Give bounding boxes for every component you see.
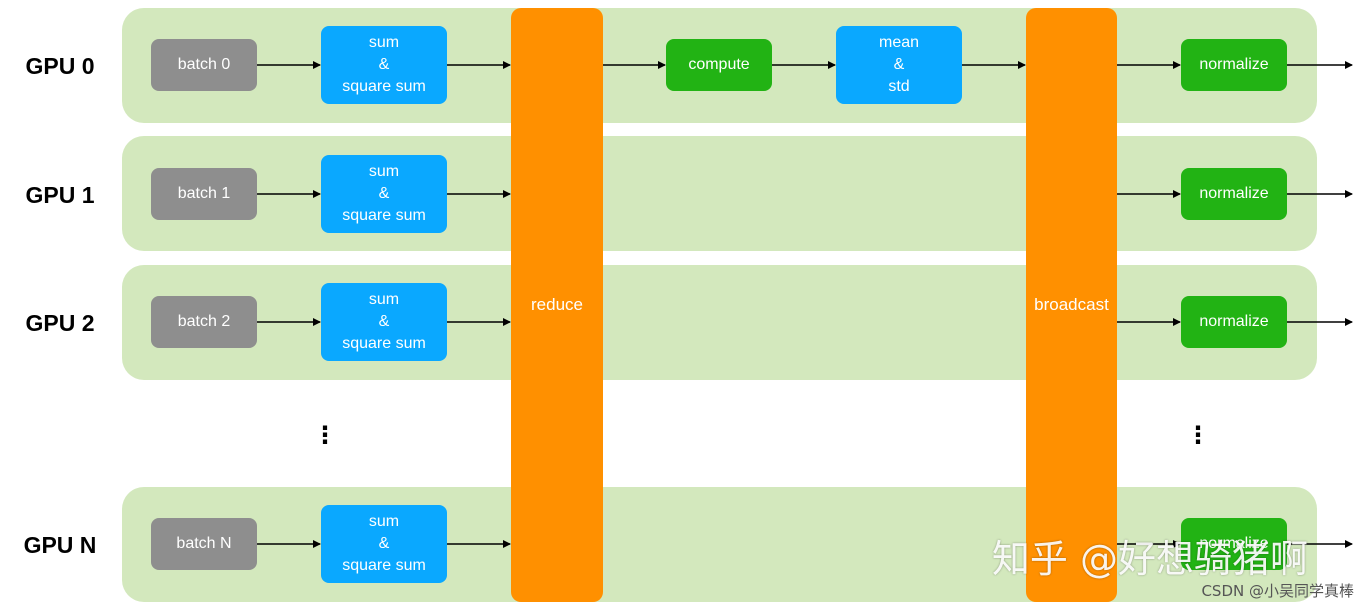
watermark-csdn: CSDN @小吴同学真棒 (1201, 582, 1354, 600)
gpu-label: GPU N (23, 532, 97, 558)
sum-square-sum-box: sum & square sum (321, 505, 447, 583)
gpu-label: GPU 0 (25, 53, 95, 79)
normalize-box: normalize (1181, 518, 1287, 570)
watermark-zhihu: 知乎 @好想骑猪啊 (991, 537, 1308, 581)
batch-box: batch 2 (151, 296, 257, 348)
gpu-label: GPU 1 (25, 182, 95, 208)
reduce-column: reduce (511, 8, 603, 602)
ellipsis-vertical: ⋮ (1186, 422, 1210, 449)
compute-box: compute (666, 39, 772, 91)
ellipsis-vertical: ⋮ (313, 422, 337, 449)
lane-gpu-1 (122, 136, 1317, 251)
batch-box: batch N (151, 518, 257, 570)
sum-square-sum-box: sum & square sum (321, 26, 447, 104)
normalize-box: normalize (1181, 39, 1287, 91)
batch-box: batch 1 (151, 168, 257, 220)
batch-box: batch 0 (151, 39, 257, 91)
mean-std-box: mean & std (836, 26, 962, 104)
sum-square-sum-box: sum & square sum (321, 155, 447, 233)
lane-gpu-2 (122, 265, 1317, 380)
broadcast-column: broadcast (1026, 8, 1117, 602)
normalize-box: normalize (1181, 168, 1287, 220)
gpu-label: GPU 2 (25, 310, 95, 336)
sum-square-sum-box: sum & square sum (321, 283, 447, 361)
normalize-box: normalize (1181, 296, 1287, 348)
